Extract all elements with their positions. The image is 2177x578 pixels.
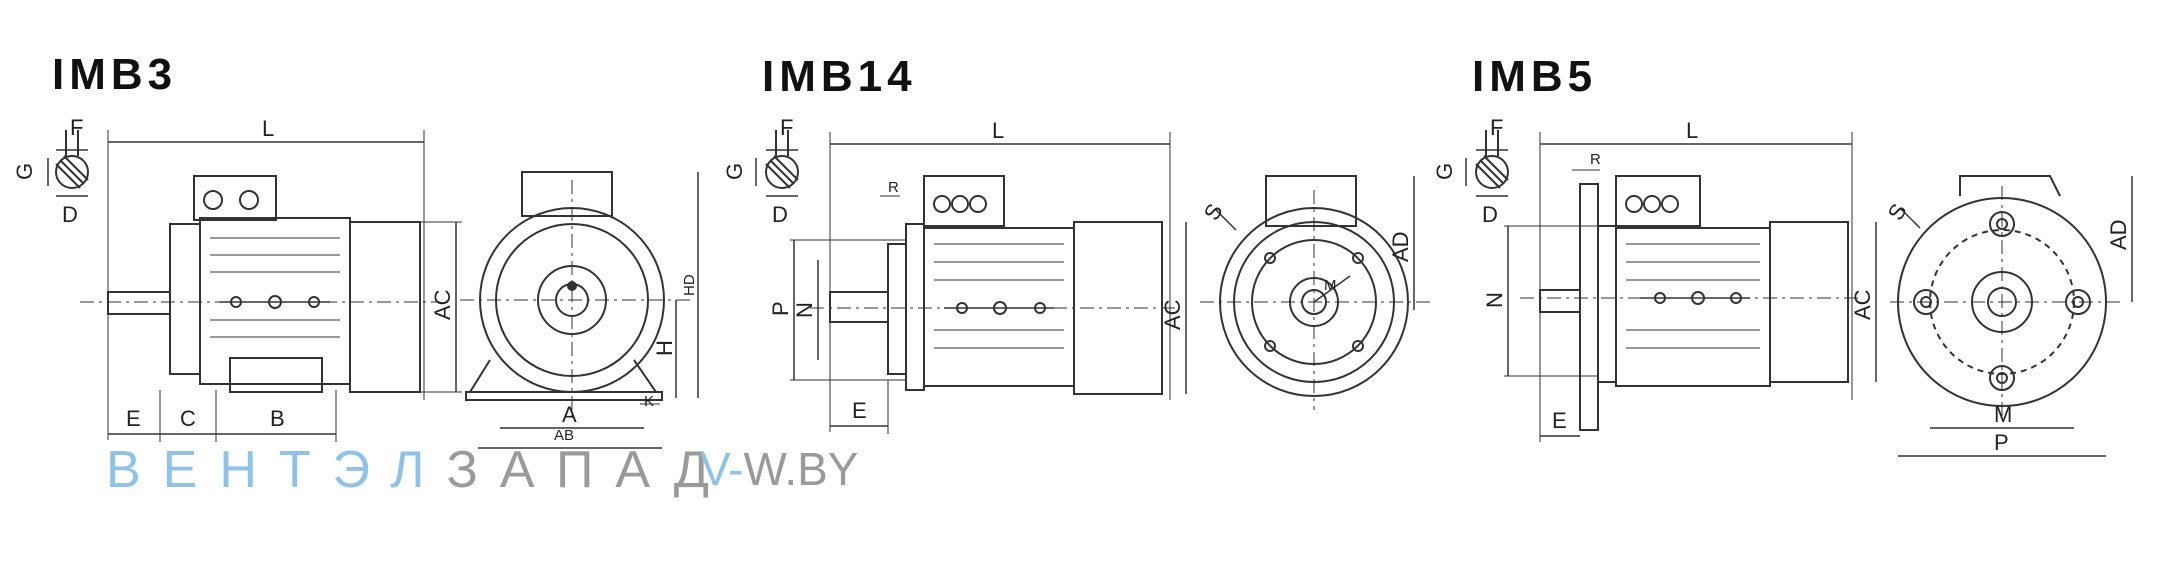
- imb5-end-view: [1890, 175, 2120, 420]
- imb5-label-E: E: [1552, 408, 1567, 433]
- imb3-end-view: [460, 171, 690, 420]
- imb3-label-HD: HD: [681, 274, 698, 296]
- imb3-label-AB: AB: [554, 427, 574, 444]
- watermark-brand-part2: ЗАПАД: [446, 441, 731, 499]
- watermark-url-part2: W.BY: [743, 443, 859, 495]
- imb14-label-P: P: [768, 301, 793, 316]
- imb5-label-L: L: [1686, 118, 1698, 143]
- imb3-label-G: G: [12, 163, 37, 180]
- imb3-label-E: E: [126, 406, 141, 431]
- imb5-label-F: F: [1490, 115, 1503, 140]
- imb5-label-S: S: [1883, 199, 1912, 224]
- imb14-label-G: G: [722, 163, 747, 180]
- imb5-label-D: D: [1482, 202, 1498, 227]
- imb14-label-R: R: [888, 179, 899, 196]
- imb14-label-D: D: [772, 202, 788, 227]
- imb14-label-AD: AD: [1388, 231, 1413, 262]
- imb3-shaft-section: [47, 130, 89, 197]
- imb5-side-view: [1520, 175, 1860, 431]
- imb3-label-D: D: [62, 202, 78, 227]
- imb5-shaft-section: [1465, 130, 1509, 197]
- imb3-label-L: L: [262, 116, 274, 141]
- imb14-label-E: E: [852, 398, 867, 423]
- imb14-label-L: L: [992, 118, 1004, 143]
- imb3-label-B: B: [270, 406, 285, 431]
- imb3-label-K: K: [644, 393, 654, 410]
- imb5-diagram: [1465, 130, 2133, 457]
- imb3-label-A: A: [562, 402, 577, 427]
- watermark-url: V-W.BY: [700, 442, 859, 496]
- imb14-diagram: [755, 130, 1430, 434]
- imb5-label-P: P: [1994, 430, 2009, 455]
- imb3-label-H: H: [652, 340, 677, 356]
- imb3-label-C: C: [180, 406, 196, 431]
- imb14-label-AC: AC: [1160, 299, 1185, 330]
- imb5-label-AC: AC: [1850, 289, 1875, 320]
- imb3-side-view: [80, 175, 440, 393]
- title-imb14: IMB14: [762, 52, 917, 101]
- imb5-label-G: G: [1432, 163, 1457, 180]
- imb14-label-S: S: [1199, 199, 1228, 224]
- watermark-brand-part1: ВЕНТЭЛ: [106, 441, 447, 499]
- imb14-side-view: [810, 175, 1180, 395]
- watermark-url-part1: V-: [700, 443, 744, 495]
- imb5-label-R: R: [1590, 151, 1601, 168]
- imb3-label-AC: AC: [430, 289, 455, 320]
- watermark-brand: ВЕНТЭЛЗАПАД: [106, 440, 731, 500]
- imb3-label-F: F: [70, 115, 83, 140]
- imb5-label-M: M: [1994, 402, 2012, 427]
- imb3-diagram: [47, 130, 699, 449]
- imb14-label-M: M: [1324, 277, 1337, 294]
- imb14-label-F: F: [780, 115, 793, 140]
- imb14-end-view: [1200, 175, 1430, 410]
- imb14-label-N: N: [792, 302, 817, 318]
- imb14-shaft-section: [755, 130, 799, 197]
- title-imb3: IMB3: [52, 50, 178, 99]
- imb5-label-N: N: [1482, 292, 1507, 308]
- imb5-label-AD: AD: [2106, 219, 2131, 250]
- title-imb5: IMB5: [1472, 52, 1598, 101]
